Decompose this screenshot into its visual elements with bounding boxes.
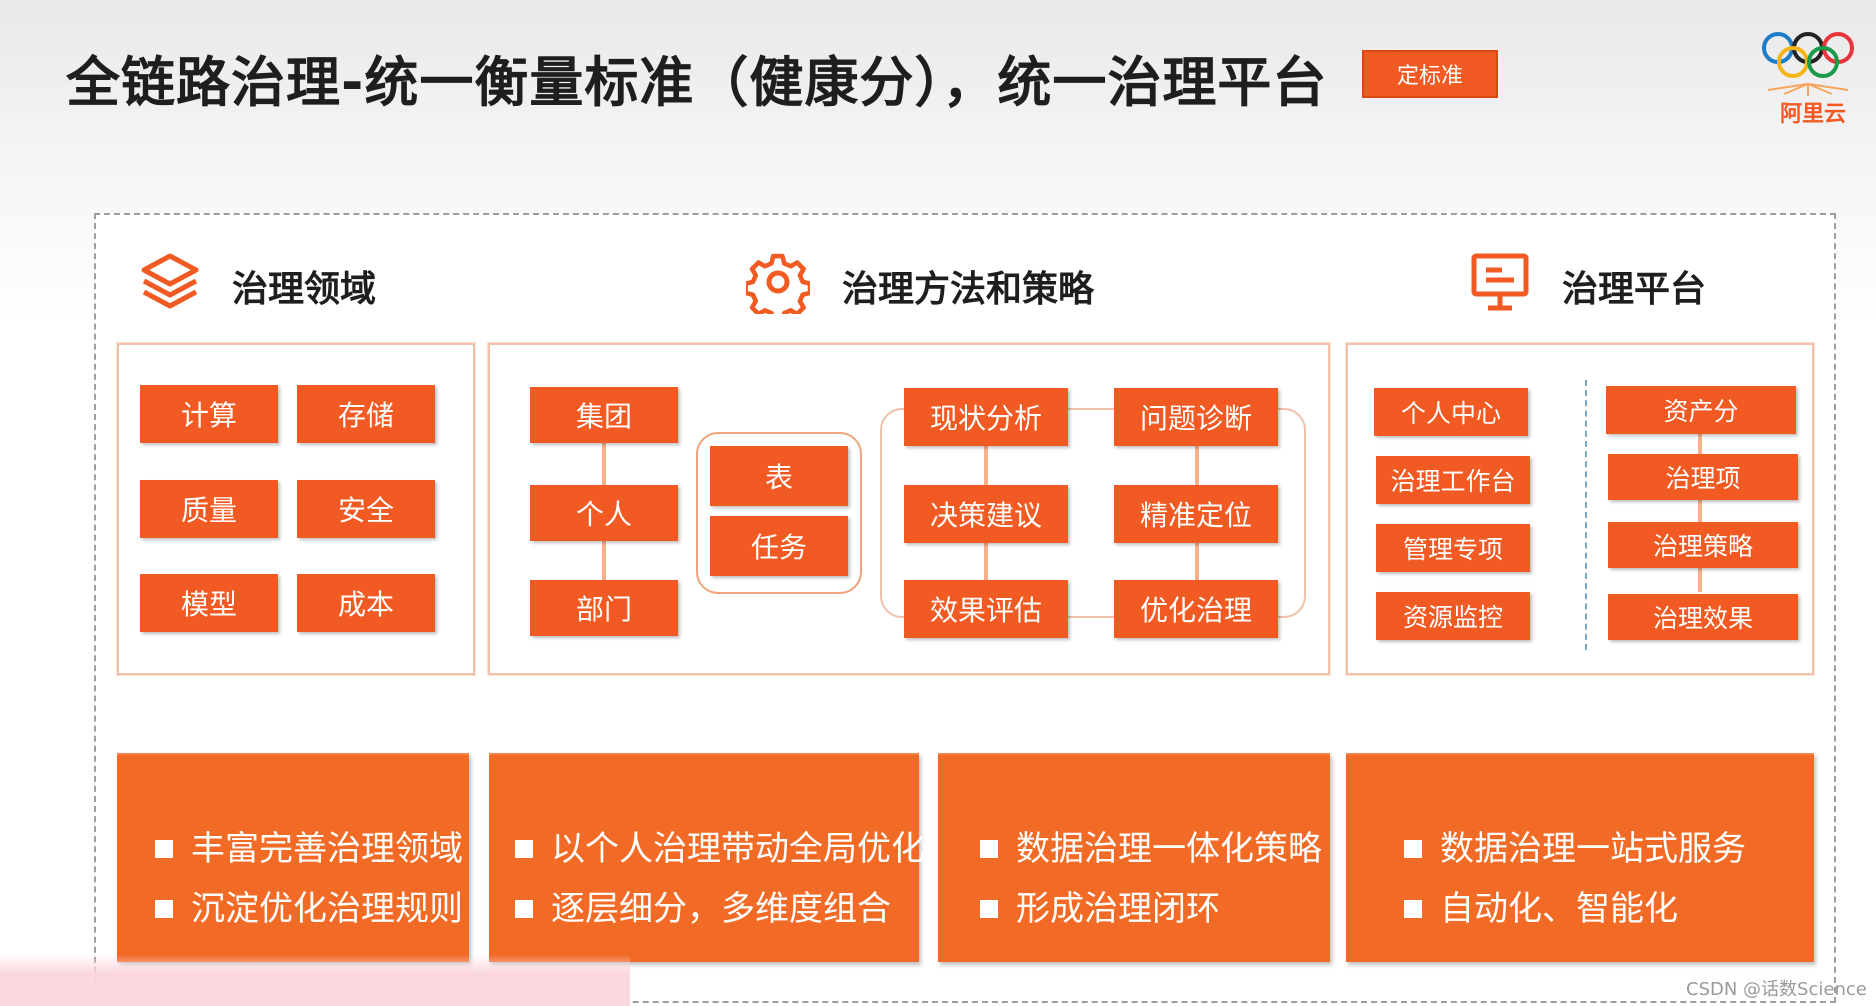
section-title-domain: 治理领域 [232, 269, 377, 310]
platform-right-connector [1698, 432, 1702, 592]
summary-card-method-org: 以个人治理带动全局优化 逐层细分，多维度组合 [489, 753, 925, 962]
summary-card-domain: 丰富完善治理领域 沉淀优化治理规则 [117, 753, 469, 962]
platform-workbench: 治理工作台 [1376, 456, 1530, 504]
platform-resource-monitor: 资源监控 [1376, 592, 1530, 640]
target-group [696, 432, 862, 594]
watermark: CSDN @话数Science [1686, 979, 1867, 1000]
card-bullet: 数据治理一站式服务 [1404, 819, 1746, 879]
cycle-effect-evaluation: 效果评估 [904, 580, 1068, 638]
org-level-person: 个人 [530, 485, 678, 541]
monitor-icon [1471, 253, 1529, 311]
gear-icon [746, 253, 810, 314]
platform-special-project: 管理专项 [1376, 524, 1530, 572]
cycle-decision-advice: 决策建议 [904, 485, 1068, 543]
summary-card-platform: 数据治理一站式服务 自动化、智能化 [1346, 753, 1814, 962]
domain-item-compute: 计算 [140, 385, 278, 443]
card-bullet: 数据治理一体化策略 [980, 819, 1322, 879]
card-bullet: 形成治理闭环 [980, 879, 1322, 939]
card-bullet: 以个人治理带动全局优化 [515, 819, 925, 879]
section-title-platform: 治理平台 [1562, 269, 1707, 310]
target-table: 表 [710, 446, 848, 506]
platform-governance-item: 治理项 [1608, 454, 1798, 500]
olympic-rings-logo [1762, 32, 1854, 96]
platform-asset-score: 资产分 [1606, 386, 1796, 434]
cycle-precise-locating: 精准定位 [1114, 485, 1278, 543]
domain-item-model: 模型 [140, 574, 278, 632]
cycle-optimize-governance: 优化治理 [1114, 580, 1278, 638]
page-title: 全链路治理-统一衡量标准（健康分），统一治理平台 [66, 51, 1328, 114]
domain-item-quality: 质量 [140, 480, 278, 538]
org-level-department: 部门 [530, 580, 678, 636]
org-level-group: 集团 [530, 387, 678, 443]
cycle-problem-diagnosis: 问题诊断 [1114, 388, 1278, 446]
card-bullet: 丰富完善治理领域 [155, 819, 463, 879]
domain-item-storage: 存储 [297, 385, 435, 443]
aliyun-logo-text: 阿里云 [1780, 102, 1847, 127]
cycle-status-analysis: 现状分析 [904, 388, 1068, 446]
section-title-method: 治理方法和策略 [842, 269, 1095, 310]
cycle-loop [880, 408, 1306, 618]
card-bullet: 逐层细分，多维度组合 [515, 879, 925, 939]
platform-governance-strategy: 治理策略 [1608, 522, 1798, 568]
platform-divider [1585, 380, 1587, 650]
card-bullet: 自动化、智能化 [1404, 879, 1746, 939]
platform-governance-effect: 治理效果 [1608, 594, 1798, 640]
domain-item-security: 安全 [297, 480, 435, 538]
summary-card-method-strategy: 数据治理一体化策略 形成治理闭环 [938, 753, 1330, 962]
target-task: 任务 [710, 516, 848, 576]
layers-icon [141, 253, 199, 309]
domain-item-cost: 成本 [297, 574, 435, 632]
pink-overlay [0, 955, 630, 1006]
card-bullet: 沉淀优化治理规则 [155, 879, 463, 939]
standard-tag: 定标准 [1362, 50, 1498, 98]
platform-personal-center: 个人中心 [1374, 388, 1528, 436]
